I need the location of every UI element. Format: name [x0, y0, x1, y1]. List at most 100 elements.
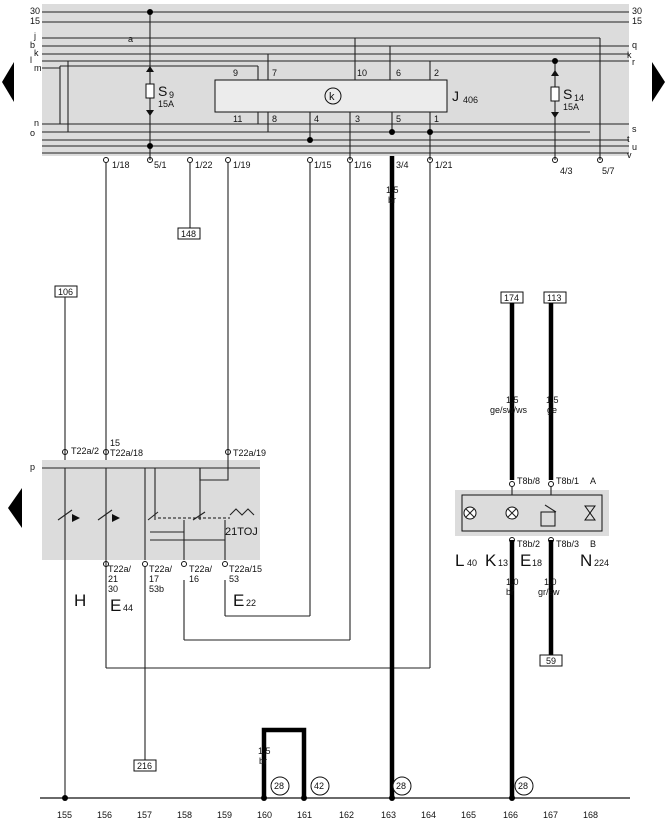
- fuse-s9-rating: 15A: [158, 99, 174, 109]
- right-letter-k: k: [627, 50, 632, 60]
- component-l40-name: L: [455, 551, 464, 570]
- ref-box-106[interactable]: [54, 285, 78, 298]
- switch-h-icon: [72, 514, 80, 522]
- ref-box-59[interactable]: [539, 654, 563, 667]
- left-conn-bottom-7: T22a/: [189, 564, 213, 574]
- relay-pin-2: 2: [434, 68, 439, 78]
- ref-174: 174: [504, 293, 519, 303]
- switch-panel-right-frame: [461, 494, 603, 532]
- relay-pin-8: 8: [272, 114, 277, 124]
- relay-pin-10: 10: [357, 68, 367, 78]
- track-162: 162: [339, 810, 354, 820]
- connector-5-1: 5/1: [154, 160, 167, 170]
- label-a: a: [128, 34, 133, 44]
- left-conn-bottom-3: 30: [108, 584, 118, 594]
- wire-113-color: ge: [547, 405, 557, 415]
- wire-174-color: ge/sw/ws: [490, 405, 528, 415]
- track-165: 165: [461, 810, 476, 820]
- track-155: 155: [57, 810, 72, 820]
- ref-106: 106: [58, 287, 73, 297]
- component-n224-name: N: [580, 551, 592, 570]
- relay-j406: k J 406 9 7 10 6 2 11 8 4 3 5 1: [59, 38, 478, 160]
- ref-59: 59: [546, 656, 556, 666]
- left-conn-bottom-1: T22a/: [108, 564, 132, 574]
- switch-panel-right: [455, 490, 609, 536]
- right-letter-s: s: [632, 124, 637, 134]
- wire-center-color: br: [388, 195, 396, 205]
- connector-4-3: 4/3: [560, 166, 573, 176]
- next-page-arrow-icon[interactable]: [652, 62, 665, 102]
- relay-symbol: k: [329, 91, 335, 103]
- left-conn-bottom-5: 17: [149, 574, 159, 584]
- wire-113-size: 1,5: [546, 395, 559, 405]
- left-conn-bottom-9: T22a/15: [229, 564, 262, 574]
- ground-28-c: 28: [518, 781, 528, 791]
- track-167: 167: [543, 810, 558, 820]
- left-letter-o: o: [30, 128, 35, 138]
- track-161: 161: [297, 810, 312, 820]
- right-letter-q: q: [632, 40, 637, 50]
- left-letter-n: n: [34, 118, 39, 128]
- component-e44-name: E: [110, 596, 121, 615]
- wire-ground-size: 1,5: [258, 746, 271, 756]
- right-conn-t8b-3: T8b/3: [556, 539, 579, 549]
- valve-n224-icon: [584, 505, 596, 521]
- track-159: 159: [217, 810, 232, 820]
- lamp-k13-icon: [505, 506, 519, 520]
- ground-28-b: 28: [396, 781, 406, 791]
- wire-e18-size: 1,0: [544, 577, 557, 587]
- switch-panel-left-wires: [57, 452, 255, 560]
- left-letter-p: p: [30, 462, 35, 472]
- right-conn-b: B: [590, 539, 596, 549]
- track-158: 158: [177, 810, 192, 820]
- connector-1-21: 1/21: [435, 160, 453, 170]
- connector-1-15: 1/15: [314, 160, 332, 170]
- left-top-pins: [62, 449, 231, 455]
- relay-sub: 406: [463, 95, 478, 105]
- left-letter-l: l: [30, 55, 32, 65]
- fuse-s14-name: S: [563, 86, 572, 102]
- ground-28-a: 28: [274, 781, 284, 791]
- rail-label-15: 15: [30, 16, 40, 26]
- left-conn-bottom-8: 16: [189, 574, 199, 584]
- top-connector-pins: [103, 157, 603, 163]
- track-168: 168: [583, 810, 598, 820]
- previous-page-arrow-icon[interactable]: [8, 488, 22, 528]
- left-letter-j: j: [33, 31, 36, 41]
- fuse-s14: S 14 15A: [550, 58, 584, 160]
- connector-3-4: 3/4: [396, 160, 409, 170]
- ref-box-113[interactable]: [543, 291, 567, 304]
- left-letter-b: b: [30, 40, 35, 50]
- relay-pin-6: 6: [396, 68, 401, 78]
- previous-page-arrow-icon[interactable]: [2, 62, 14, 102]
- ref-box-216[interactable]: [133, 759, 157, 772]
- connector-1-19: 1/19: [233, 160, 251, 170]
- left-letter-m: m: [34, 63, 42, 73]
- rail-label-30-right: 30: [632, 6, 642, 16]
- rail-label-15-right: 15: [632, 16, 642, 26]
- ref-148: 148: [181, 229, 196, 239]
- relay-pin-1: 1: [434, 114, 439, 124]
- wire-center-size: 1,5: [386, 185, 399, 195]
- relay-pin-11: 11: [233, 114, 242, 124]
- left-conn-t22a-18: T22a/18: [110, 448, 143, 458]
- track-163: 163: [381, 810, 396, 820]
- fuse-s14-sub: 14: [574, 93, 584, 103]
- connector-1-16: 1/16: [354, 160, 372, 170]
- relay-pin-5: 5: [396, 114, 401, 124]
- left-conn-bottom-2: 21: [108, 574, 118, 584]
- component-e22-sub: 22: [246, 598, 256, 608]
- ground-42: 42: [314, 781, 324, 791]
- ref-box-148[interactable]: [177, 227, 201, 240]
- main-wires: [105, 162, 431, 669]
- ground-junctions: [62, 795, 515, 801]
- component-e44-sub: 44: [123, 603, 133, 613]
- connector-1-18: 1/18: [112, 160, 130, 170]
- switch-e18-icon: [540, 504, 557, 527]
- fuse-s9-name: S: [158, 83, 167, 99]
- switch-icons: [72, 514, 120, 522]
- switch-panel-left: [42, 460, 260, 560]
- right-letter-r: r: [632, 57, 635, 67]
